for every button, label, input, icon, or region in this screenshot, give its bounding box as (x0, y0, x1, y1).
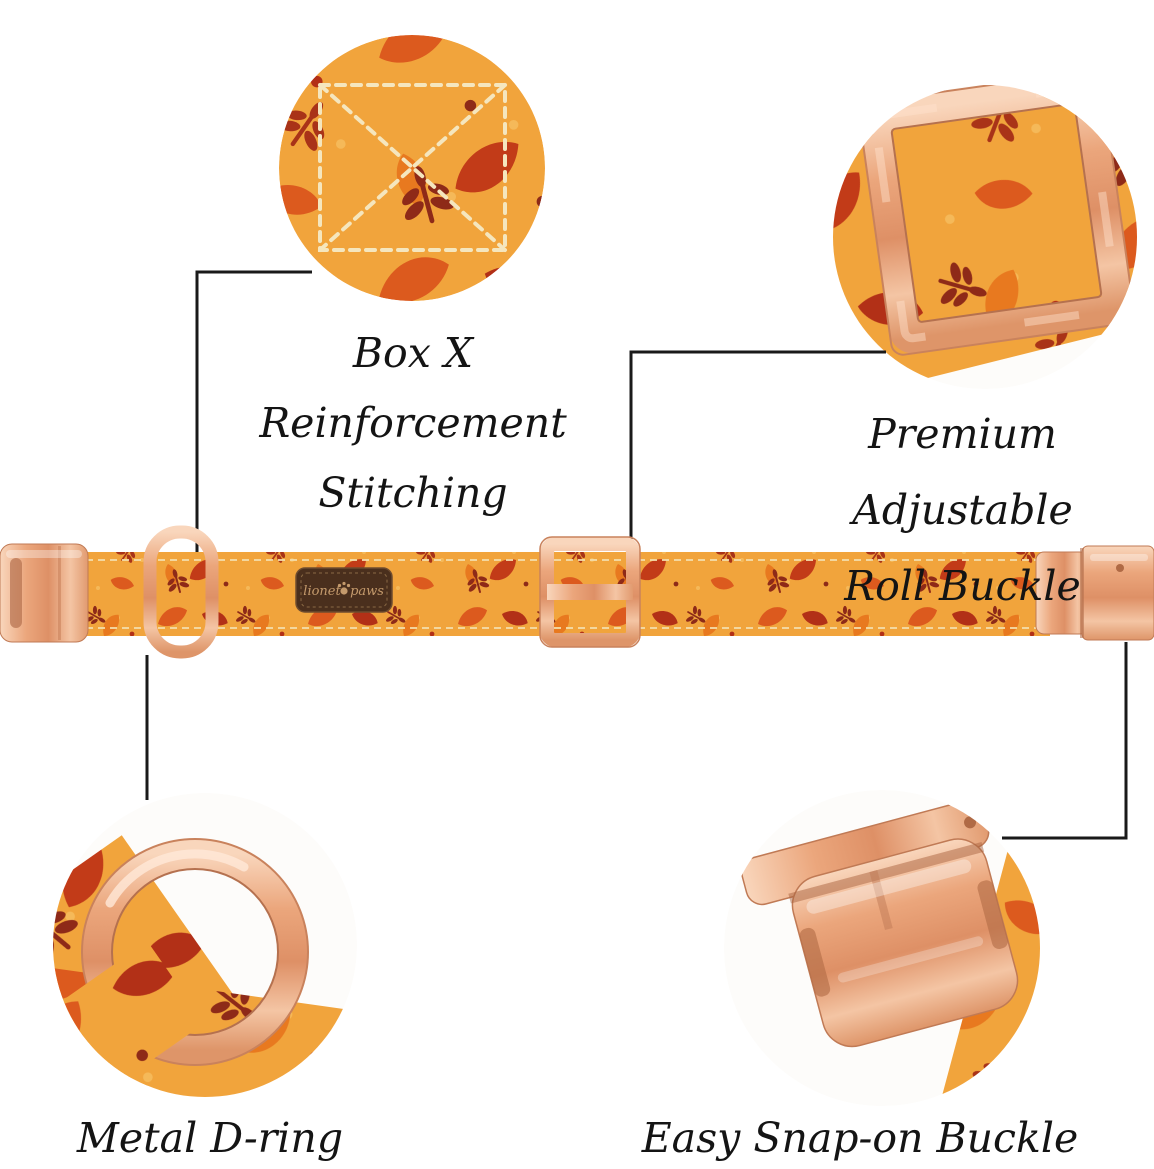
paw-icon (337, 581, 351, 595)
label-d-ring-text: Metal D-ring (76, 1114, 344, 1162)
roll-buckle-frame (857, 85, 1135, 356)
brand-label-left: lionet (303, 584, 341, 599)
leader-line-snap-buckle (1002, 642, 1128, 840)
roll-buckle-zoom-circle (833, 85, 1137, 389)
d-ring-metal (81, 838, 309, 1066)
label-stitching-line1: Box X Reinforcement (259, 329, 567, 447)
snap-buckle-metal (741, 799, 1019, 1048)
strap-edge-stitching (86, 559, 1046, 629)
snap-buckle-zoom-circle (724, 790, 1040, 1106)
slider-buckle (539, 536, 641, 648)
label-roll-buckle-line2: Roll Buckle (844, 562, 1081, 610)
leader-lines (145, 270, 1128, 840)
buckle-left (0, 543, 89, 643)
stitching-zoom-circle (279, 35, 545, 301)
label-roll-buckle: Premium Adjustable Roll Buckle (770, 396, 1154, 624)
leader-line-stitching (195, 270, 312, 552)
label-stitching-line2: Stitching (318, 469, 508, 517)
label-stitching: Box X Reinforcement Stitching (198, 318, 628, 528)
leader-line-roll-buckle (629, 350, 886, 546)
collar-d-ring (143, 525, 219, 659)
buckle-right (1035, 545, 1154, 641)
collar-photo: lionet paws (0, 525, 1154, 659)
label-roll-buckle-line1: Premium Adjustable (852, 410, 1073, 534)
label-d-ring: Metal D-ring (50, 1112, 370, 1164)
stitching-zoom-fabric (279, 35, 545, 301)
box-x-stitch-lines (318, 83, 507, 252)
label-snap-buckle: Easy Snap-on Buckle (635, 1112, 1085, 1164)
label-snap-buckle-text: Easy Snap-on Buckle (641, 1114, 1079, 1162)
brand-patch: lionet paws (295, 567, 393, 613)
brand-label-right: paws (350, 584, 384, 599)
